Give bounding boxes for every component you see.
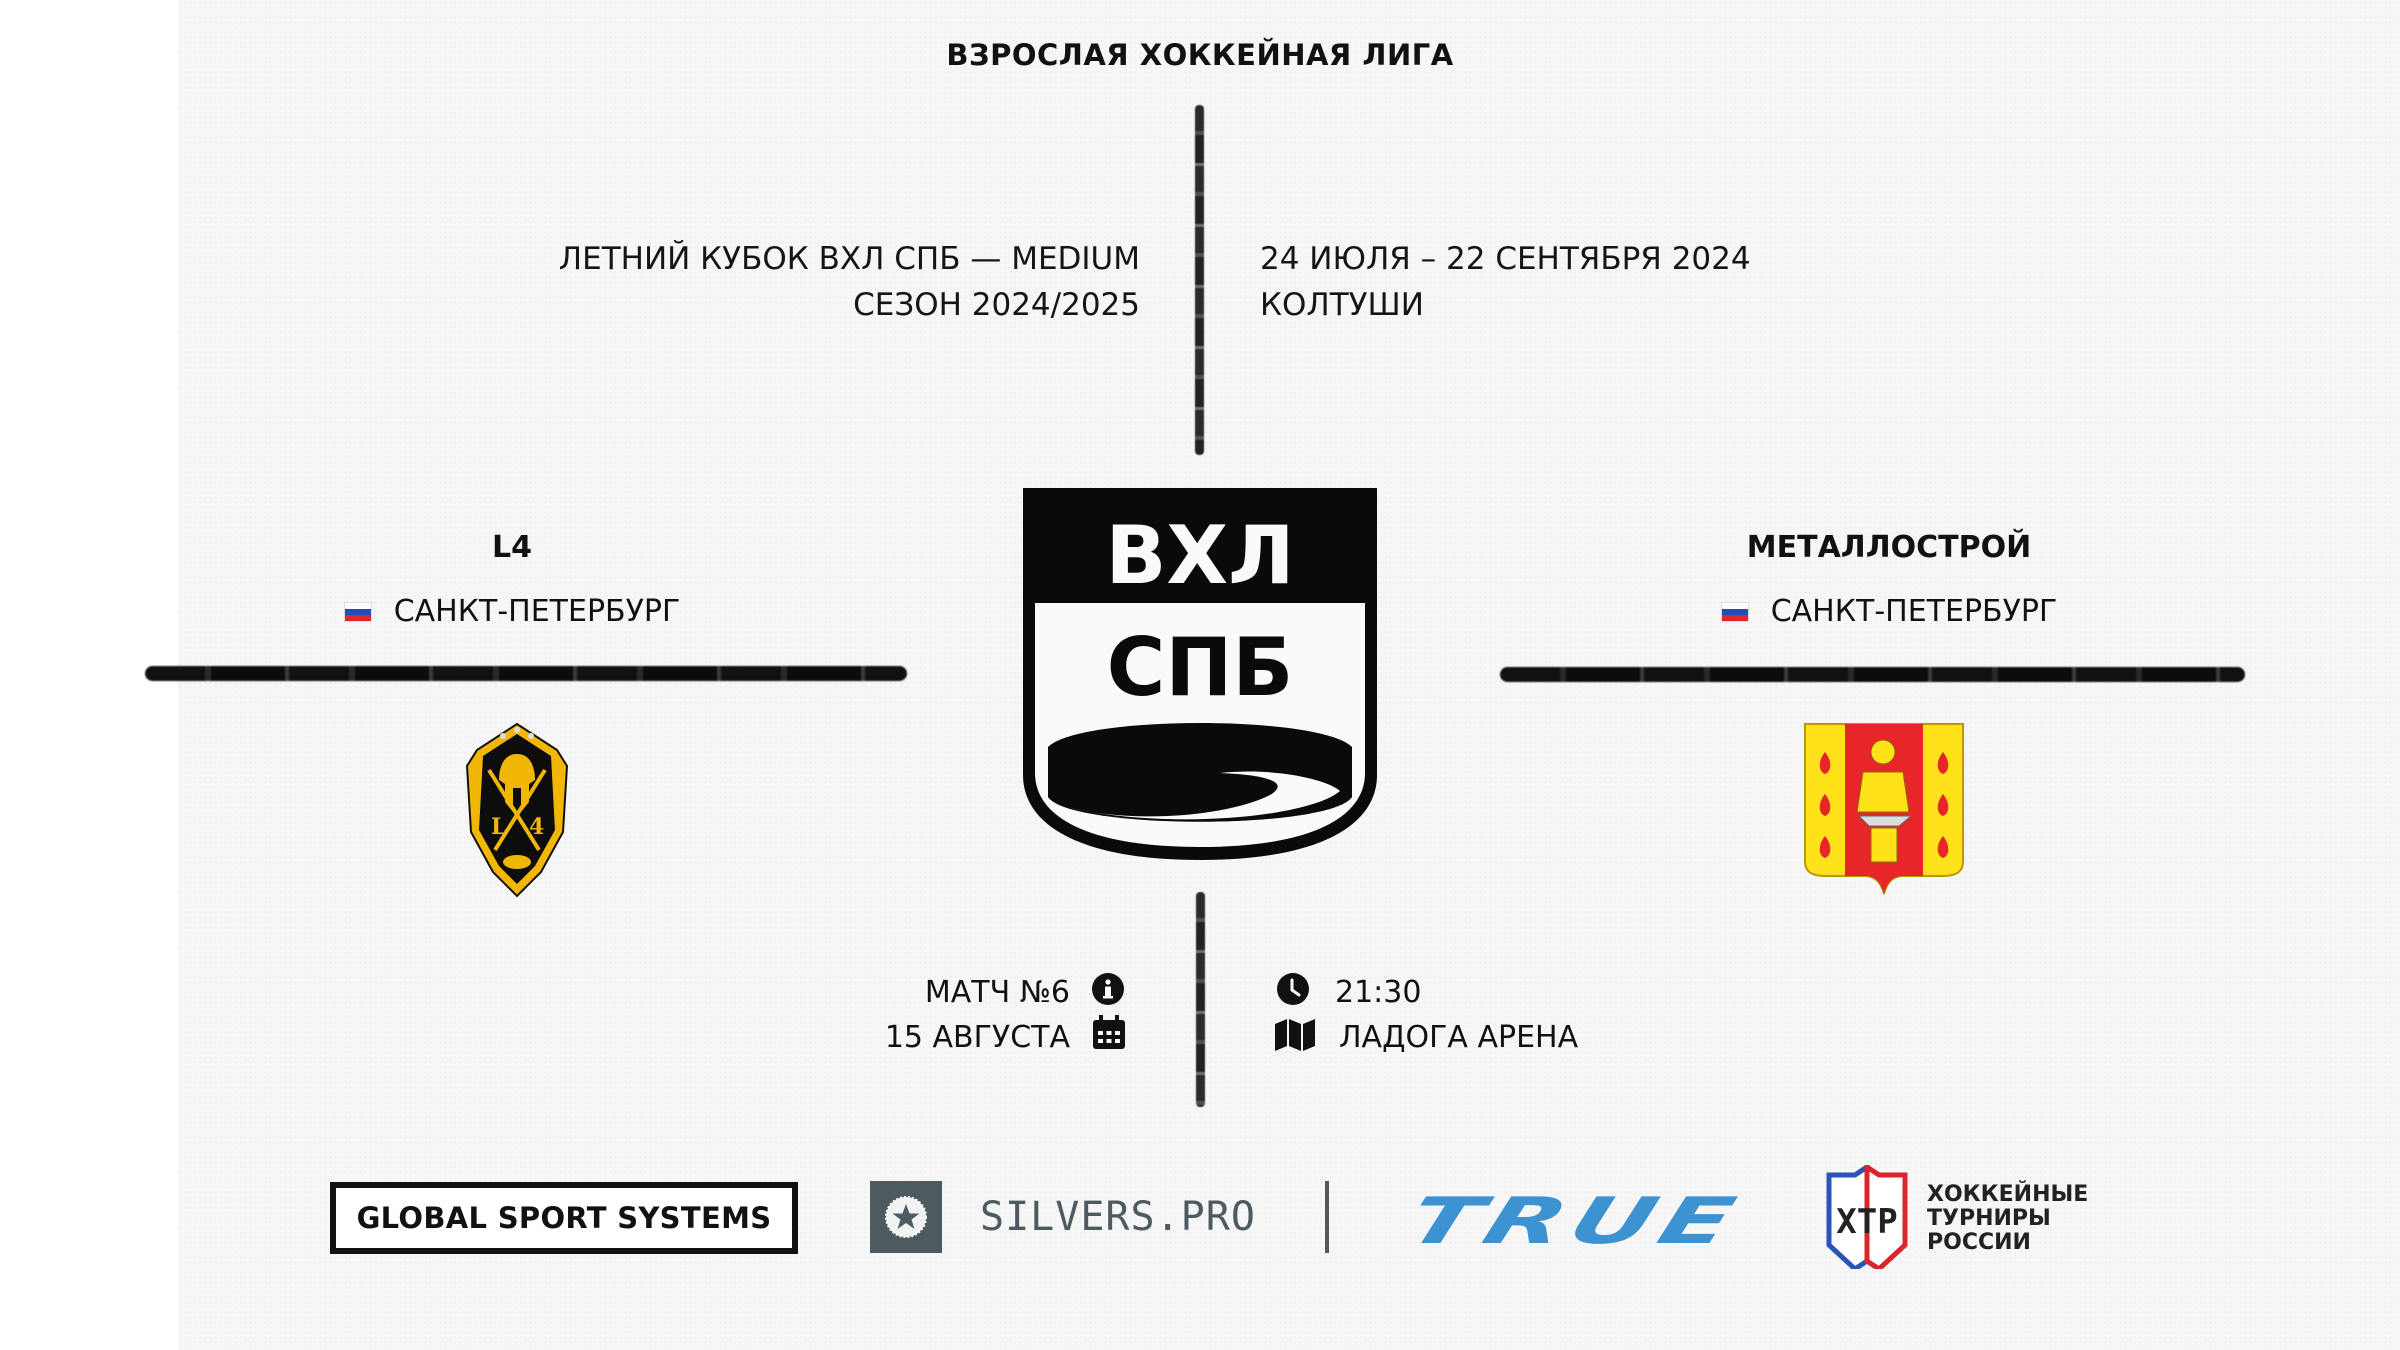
logo-line2: СПБ [1107, 621, 1294, 714]
russia-flag-icon [343, 601, 372, 622]
silvers-label: SILVERS.PRO [980, 1194, 1256, 1240]
htr-text: ХОККЕЙНЫЕ ТУРНИРЫ РОССИИ [1927, 1183, 2088, 1255]
home-team-city: САНКТ-ПЕТЕРБУРГ [212, 594, 812, 629]
divider-bottom [1196, 892, 1205, 1107]
sponsor-global-sport-systems[interactable]: GLOBAL SPORT SYSTEMS [330, 1182, 798, 1254]
calendar-icon [1093, 1015, 1125, 1053]
htr-line3: РОССИИ [1927, 1230, 2031, 1255]
htr-line1: ХОККЕЙНЫЕ [1927, 1182, 2089, 1207]
spartan-shield-logo[interactable]: L 4 [465, 722, 569, 898]
sponsor-true[interactable]: TRUE [1398, 1185, 1749, 1259]
league-title: ВЗРОСЛАЯ ХОККЕЙНАЯ ЛИГА [946, 38, 1454, 72]
away-team-name[interactable]: МЕТАЛЛОСТРОЙ [1746, 530, 2032, 565]
svg-text:4: 4 [529, 814, 544, 840]
true-label: TRUE [1397, 1185, 1750, 1259]
sponsor-silvers-pro[interactable]: SILVERS.PRO [870, 1181, 1329, 1253]
away-team-city: САНКТ-ПЕТЕРБУРГ [1589, 594, 2189, 629]
star-badge-icon [870, 1181, 942, 1253]
match-number: МАТЧ №6 [924, 975, 1070, 1010]
tournament-location: КОЛТУШИ [1260, 287, 1424, 323]
clock-icon [1276, 972, 1310, 1010]
match-time: 21:30 [1335, 975, 1422, 1010]
htr-shield-logo: ХТР [1825, 1162, 1909, 1273]
match-info-right: 21:30 ЛАДОГА АРЕНА [1335, 970, 1578, 1060]
tournament-info-left: ЛЕТНИЙ КУБОК ВХЛ СПБ — MEDIUM СЕЗОН 2024… [559, 236, 1140, 328]
sponsor-htr[interactable]: ХТР ХОККЕЙНЫЕ ТУРНИРЫ РОССИИ [1825, 1162, 2088, 1273]
logo-line1: ВХЛ [1105, 509, 1294, 602]
match-venue: ЛАДОГА АРЕНА [1339, 1020, 1579, 1055]
home-city-label: САНКТ-ПЕТЕРБУРГ [393, 594, 681, 629]
russia-flag-icon [1720, 601, 1749, 622]
away-city-label: САНКТ-ПЕТЕРБУРГ [1770, 594, 2058, 629]
vhl-spb-shield-logo: ВХЛ СПБ [1020, 485, 1380, 865]
blacksmith-coat-of-arms-logo[interactable] [1803, 722, 1965, 898]
divider-away [1500, 667, 2245, 682]
tournament-season: СЕЗОН 2024/2025 [853, 287, 1140, 323]
tournament-info-right: 24 ИЮЛЯ – 22 СЕНТЯБРЯ 2024 КОЛТУШИ [1260, 236, 1751, 328]
htr-line2: ТУРНИРЫ [1927, 1206, 2051, 1231]
divider-home [145, 666, 907, 681]
tournament-dates: 24 ИЮЛЯ – 22 СЕНТЯБРЯ 2024 [1260, 241, 1751, 277]
match-info-left: МАТЧ №6 15 АВГУСТА [885, 970, 1070, 1060]
silvers-divider [1325, 1181, 1329, 1253]
match-date: 15 АВГУСТА [884, 1020, 1070, 1055]
divider-top [1195, 105, 1204, 455]
home-team-name[interactable]: L4 [492, 530, 532, 565]
htr-abbr: ХТР [1836, 1202, 1897, 1242]
gss-label: GLOBAL SPORT SYSTEMS [356, 1201, 772, 1235]
map-icon [1275, 1019, 1315, 1055]
info-circle-icon [1091, 972, 1125, 1010]
tournament-name: ЛЕТНИЙ КУБОК ВХЛ СПБ — MEDIUM [558, 241, 1140, 277]
svg-text:L: L [491, 814, 506, 840]
